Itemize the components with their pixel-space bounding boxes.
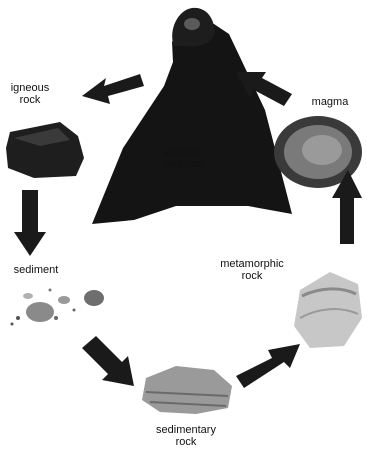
- label-metamorphic-rock: metamorphic rock: [210, 258, 294, 282]
- sediment-grain: [49, 289, 52, 292]
- label-line: metamorphic: [210, 258, 294, 270]
- label-sedimentary-rock: sedimentary rock: [144, 424, 228, 448]
- label-line: sedimentary: [144, 424, 228, 436]
- sediment-grain: [54, 316, 58, 320]
- volcano-icon: [92, 8, 292, 224]
- label-line: rock: [144, 436, 228, 448]
- label-line: sediment: [4, 264, 68, 276]
- label-sediment: sediment: [4, 264, 68, 276]
- label-igneous-rock: igneous rock: [4, 82, 56, 106]
- sediment-grain: [16, 316, 20, 320]
- label-line: eruption: [152, 158, 216, 170]
- sediment-clump-2: [84, 290, 104, 306]
- sediment-grain: [11, 323, 14, 326]
- sediment-icon: [11, 289, 105, 326]
- label-line: rock: [4, 94, 56, 106]
- label-line: igneous: [4, 82, 56, 94]
- sediment-clump-3: [58, 296, 70, 304]
- magma-core: [302, 135, 342, 165]
- curved-arrow-icon: [82, 336, 134, 386]
- curved-arrow-icon: [14, 190, 46, 256]
- volcano-smoke-highlight: [184, 18, 200, 30]
- igneous-rock-icon: [6, 122, 84, 178]
- sediment-grain: [73, 309, 76, 312]
- igneous-rock-shape: [6, 122, 84, 178]
- sedimentary-rock-shape: [142, 366, 232, 414]
- sedimentary-rock-icon: [142, 366, 232, 414]
- curved-arrow-icon: [82, 74, 144, 104]
- label-magma: magma: [300, 96, 360, 108]
- label-line: volcanic: [152, 146, 216, 158]
- curved-arrow-icon: [236, 344, 300, 388]
- label-line: magma: [300, 96, 360, 108]
- label-volcanic-eruption: volcanic eruption: [152, 146, 216, 170]
- metamorphic-rock-icon: [294, 272, 362, 348]
- sediment-clump-1: [26, 302, 54, 322]
- label-line: rock: [210, 270, 294, 282]
- sediment-clump-4: [23, 293, 33, 299]
